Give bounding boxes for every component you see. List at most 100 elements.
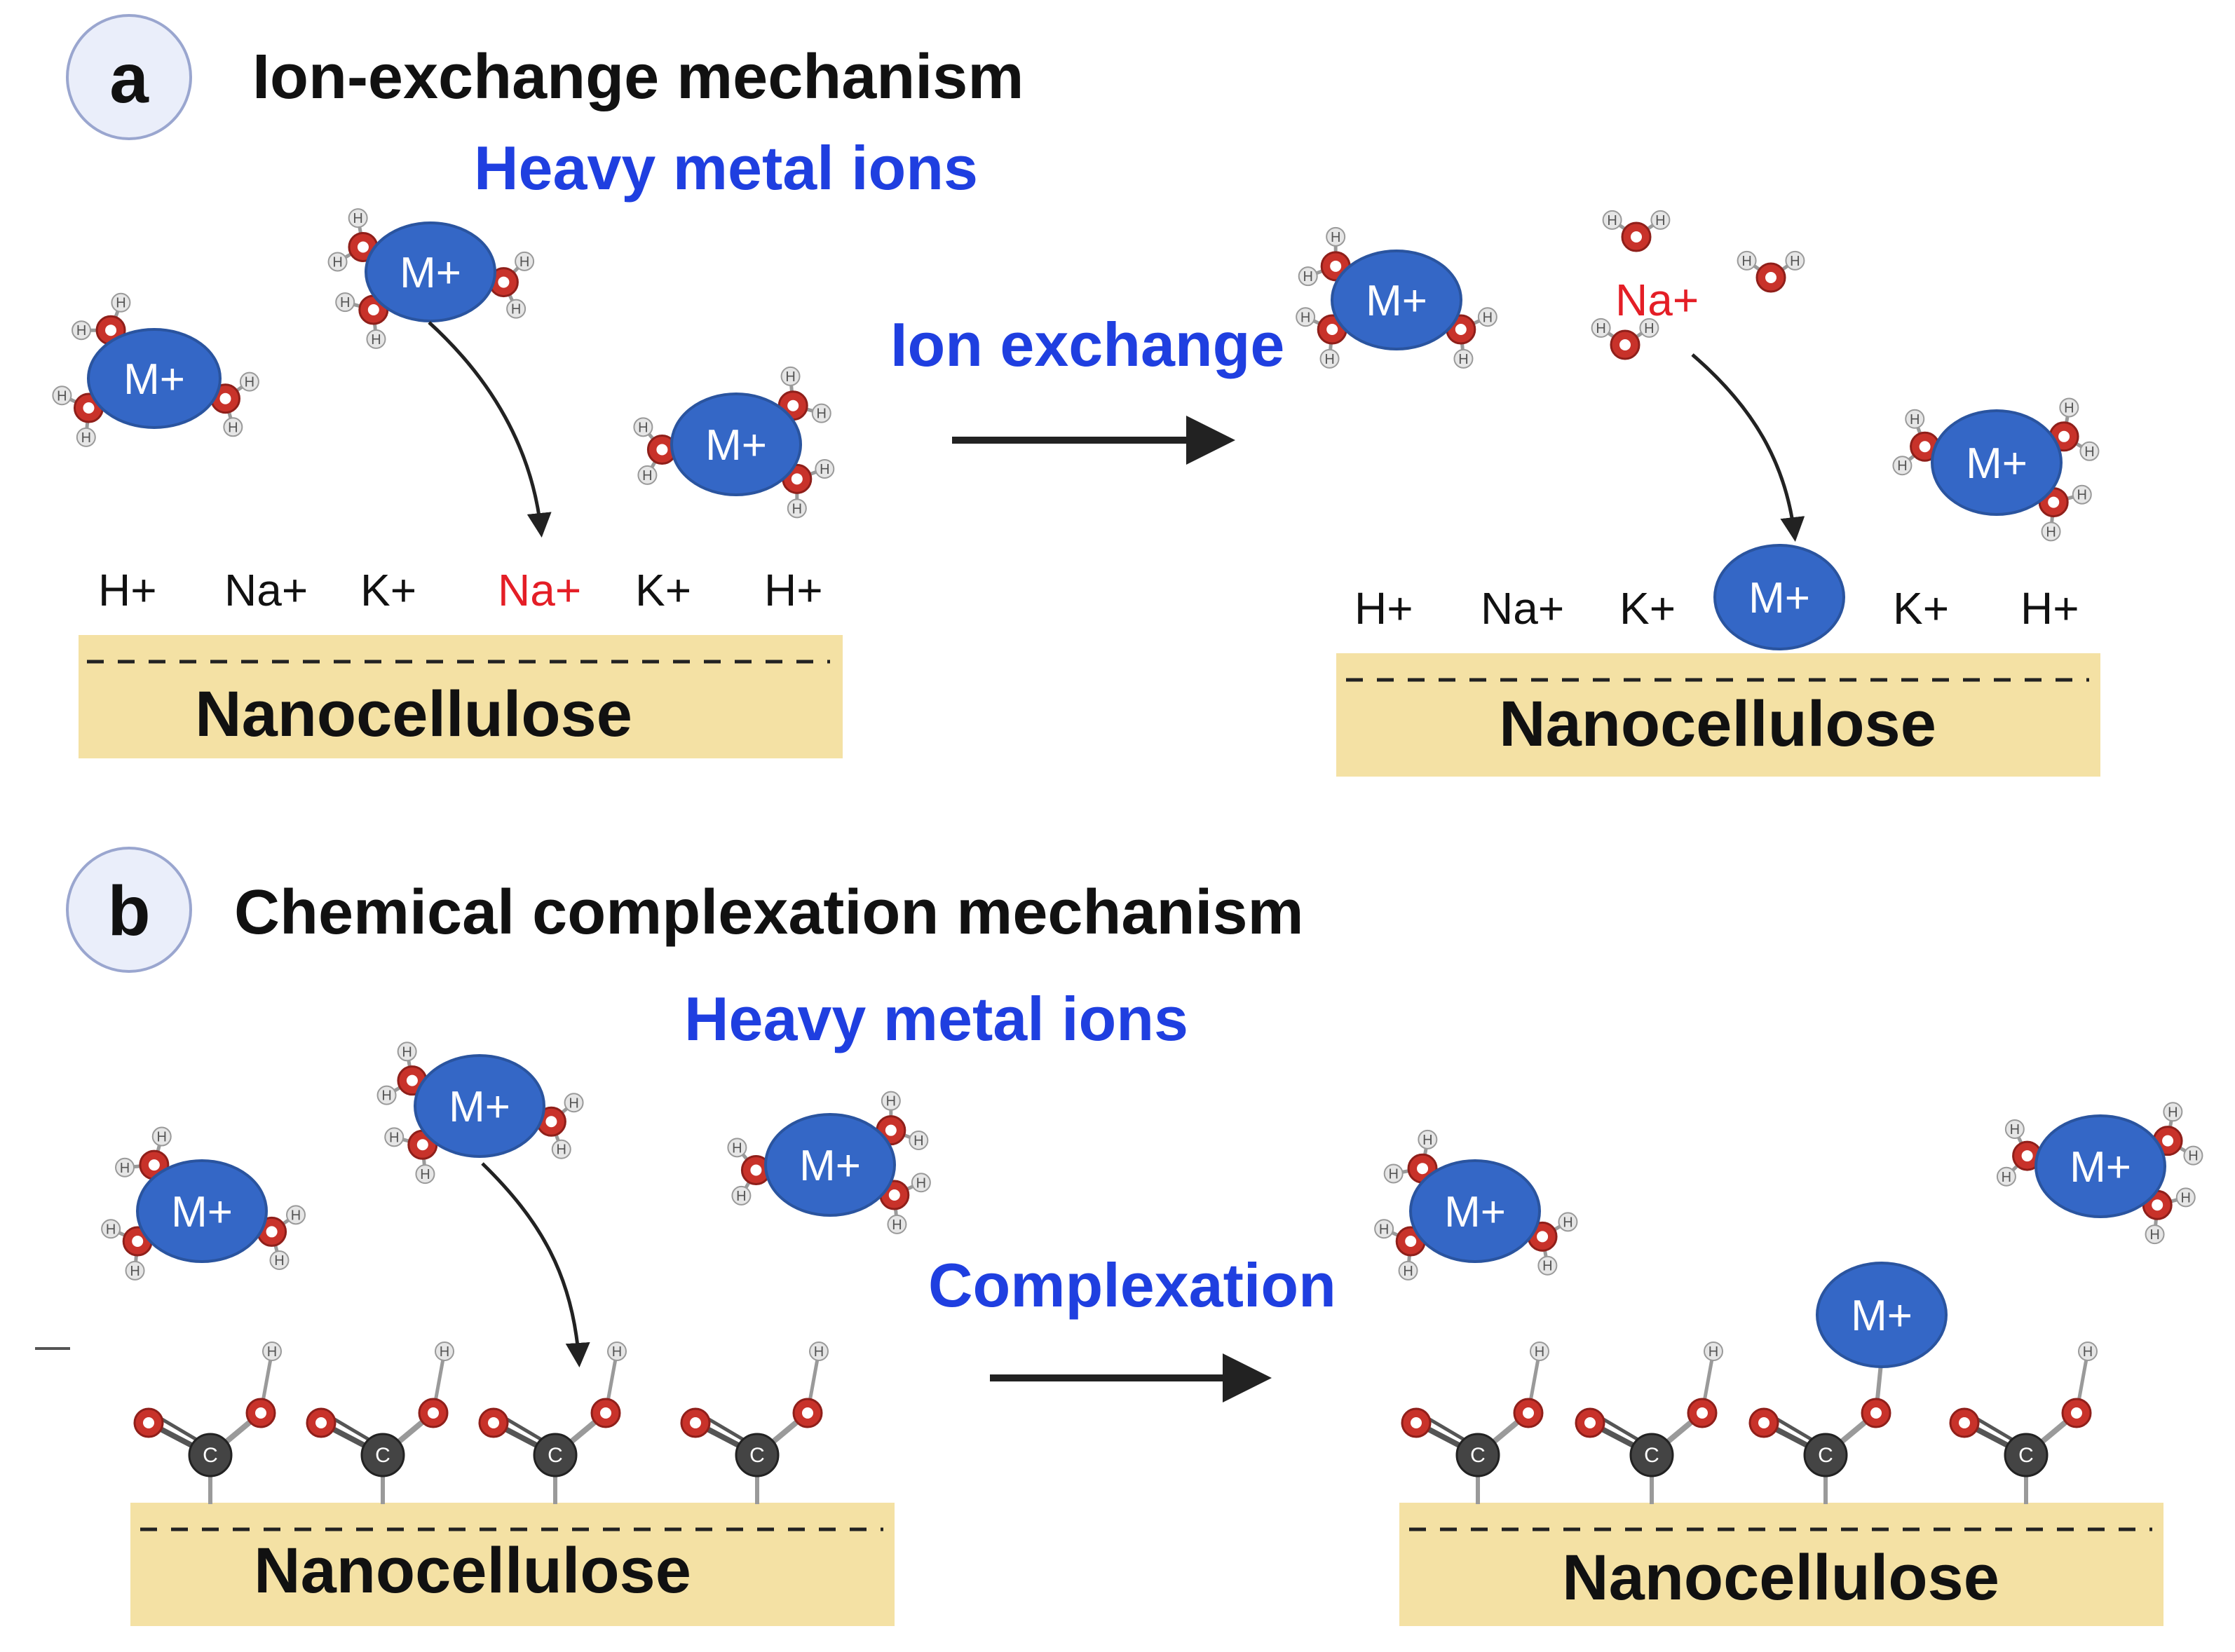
hydrogen-atom	[1477, 307, 1497, 327]
hydrogen-atom	[564, 1093, 584, 1113]
metal-ion-label: M+	[123, 355, 185, 404]
hydrogen-symbol: H	[2083, 1344, 2093, 1360]
curved-arrow	[428, 321, 552, 538]
hydrogen-atom	[727, 1138, 747, 1158]
hydrogen-symbol: H	[2010, 1122, 2020, 1138]
hydrogen-symbol: H	[1655, 213, 1665, 228]
metal-ion	[365, 221, 496, 322]
hydrogen-symbol: H	[1897, 458, 1907, 474]
hydrogen-symbol: H	[381, 1088, 391, 1104]
hydrogen-symbol: H	[519, 254, 529, 270]
hydrogen-symbol: H	[642, 468, 652, 484]
metal-ion	[670, 392, 802, 496]
hydrogen-atom	[2079, 441, 2100, 461]
oxygen-atom-core	[315, 1417, 327, 1428]
surface-ion: Na+	[1481, 583, 1564, 634]
hydrogen-atom	[637, 465, 658, 485]
carboxyl-group: HC	[1575, 1342, 1723, 1504]
metal-ion	[2034, 1114, 2166, 1218]
hydrogen-symbol: H	[130, 1264, 140, 1279]
hydrogen-atom	[787, 498, 807, 519]
nanocellulose-label: Nanocellulose	[1562, 1542, 1999, 1613]
hydrogen-symbol: H	[1379, 1222, 1389, 1237]
hydrogen-atom	[52, 385, 72, 406]
hydrogen-symbol: H	[1607, 213, 1617, 228]
hydrogen-symbol: H	[1403, 1264, 1413, 1279]
hydrogen-atom	[415, 1164, 435, 1185]
released-sodium-ion: Na+	[1615, 275, 1699, 325]
panel-a: a Ion-exchange mechanism Heavy metal ion…	[52, 14, 2100, 777]
metal-ion	[1931, 409, 2063, 516]
hydrogen-symbol: H	[353, 211, 362, 226]
water-molecule: HH	[1602, 210, 1671, 252]
carbon-symbol: C	[1644, 1444, 1659, 1467]
oxygen-atom-core	[1758, 1417, 1769, 1428]
hydrogen-symbol: H	[892, 1217, 902, 1233]
hydrogen-atom	[1298, 266, 1318, 287]
oxygen-atom-core	[2162, 1135, 2174, 1147]
hydrogen-atom	[2175, 1187, 2196, 1208]
metal-ion-label: M+	[799, 1142, 861, 1190]
oxygen-atom-core	[83, 402, 95, 414]
hydrogen-symbol: H	[420, 1167, 430, 1182]
hydrogen-symbol: H	[1331, 230, 1340, 245]
hydrogen-atom	[76, 427, 96, 447]
hydrogen-atom	[348, 208, 368, 228]
hydrogen-symbol: H	[511, 302, 521, 318]
oxygen-atom-core	[428, 1407, 439, 1419]
surface-ion: Na+	[224, 565, 308, 615]
hydrogen-atom	[515, 251, 535, 271]
hydrogen-symbol: H	[228, 420, 238, 435]
hydrogen-symbol: H	[1790, 254, 1800, 269]
hydrogen-symbol: H	[57, 388, 67, 404]
carboxyl-group: HC	[306, 1342, 454, 1504]
oxygen-atom-core	[1455, 324, 1467, 335]
oxygen-atom-core	[1631, 231, 1642, 243]
surface-ion: K+	[360, 565, 416, 615]
carbon-atom	[533, 1433, 578, 1477]
hydrogen-atom	[125, 1260, 145, 1281]
oxygen-atom-core	[148, 1159, 160, 1171]
hydrogen-atom	[881, 1091, 901, 1111]
hydrogen-atom	[262, 1342, 282, 1361]
hydrogen-atom	[269, 1250, 290, 1270]
nanocellulose-substrate-a-right	[1336, 653, 2100, 777]
hydrogen-atom	[1383, 1163, 1404, 1184]
hydrogen-atom	[1530, 1342, 1549, 1361]
oxygen-atom-core	[2021, 1150, 2033, 1162]
hydrogen-symbol: H	[886, 1094, 896, 1110]
hydrogen-atom	[633, 417, 653, 437]
hydrogen-atom	[1650, 210, 1671, 230]
hydrogen-symbol: H	[116, 296, 125, 311]
oxygen-atom-core	[416, 1139, 428, 1151]
hydrogen-atom	[551, 1139, 571, 1159]
oxygen-atom-core	[1330, 260, 1342, 272]
hydrogen-atom	[435, 1342, 454, 1361]
hydrogen-symbol: H	[913, 1133, 923, 1149]
hydrogen-atom	[1537, 1255, 1558, 1276]
hydrogen-atom	[1892, 456, 1913, 476]
hydrogen-symbol: H	[371, 332, 381, 348]
hydrogen-symbol: H	[332, 255, 342, 271]
hydrogen-symbol: H	[2084, 444, 2094, 460]
hydrogen-symbol: H	[1483, 310, 1493, 325]
hydrogen-symbol: H	[817, 407, 827, 422]
hydrogen-symbol: H	[638, 420, 648, 435]
nanocellulose-label: Nanocellulose	[254, 1535, 691, 1606]
carbon-symbol: C	[749, 1444, 765, 1467]
metal-ion-label: M+	[171, 1188, 233, 1236]
carbon-atom	[1455, 1433, 1500, 1477]
panel-a-title: Ion-exchange mechanism	[252, 42, 1024, 112]
curved-arrow	[481, 1162, 590, 1367]
hydrogen-atom	[1602, 210, 1622, 230]
nanocellulose-substrate-b-left	[130, 1503, 895, 1626]
oxygen-atom-core	[367, 303, 379, 315]
hydrogen-atom	[1737, 250, 1757, 271]
bound-metal-ion-label: M+	[1748, 574, 1810, 622]
hydrogen-symbol: H	[440, 1344, 449, 1360]
oxygen-atom-core	[1870, 1407, 1882, 1419]
